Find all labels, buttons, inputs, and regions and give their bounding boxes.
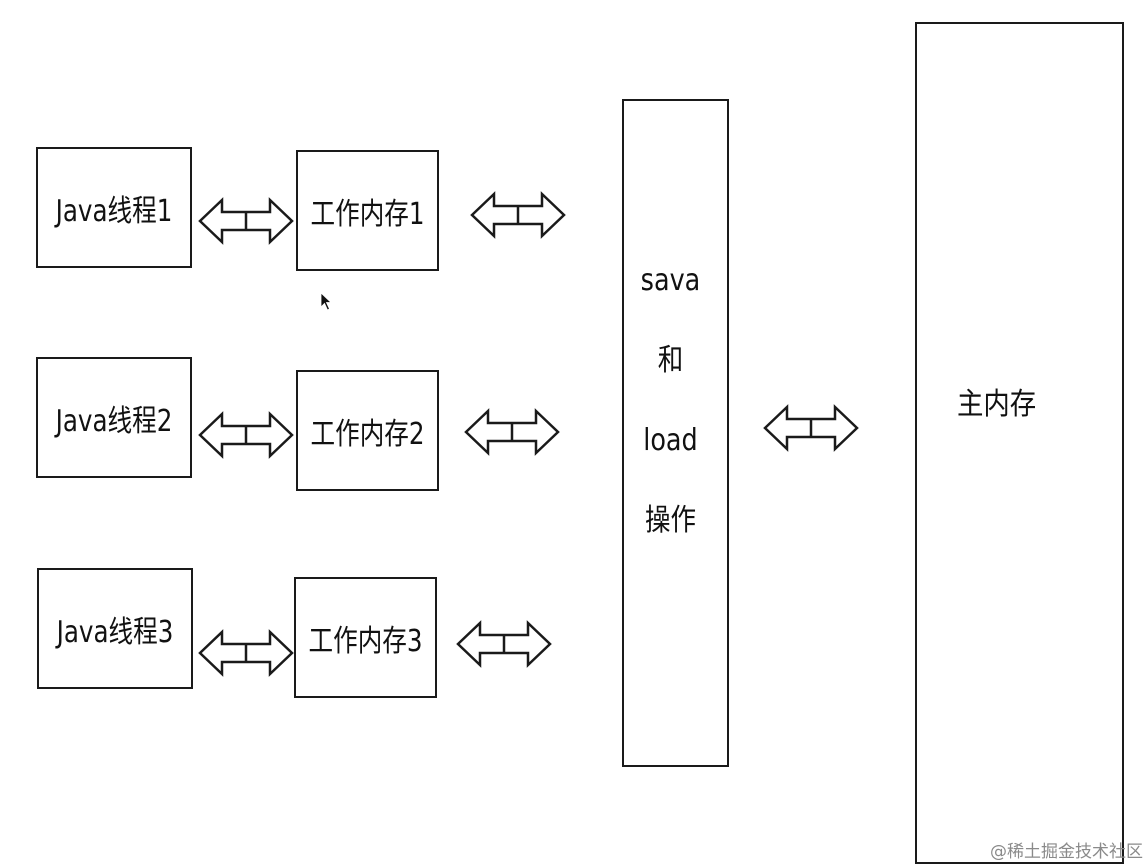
thread-box-3: Java线程3 bbox=[37, 568, 193, 689]
operation-line-3: load bbox=[643, 423, 698, 458]
operation-line-2: 和 bbox=[657, 343, 684, 378]
mouse-cursor-icon bbox=[320, 292, 334, 316]
double-arrow-work-operation-2 bbox=[464, 407, 560, 457]
work-memory-box-1: 工作内存1 bbox=[296, 150, 439, 271]
main-memory-label: 主内存 bbox=[957, 387, 1037, 422]
thread-label-3: Java线程3 bbox=[56, 614, 174, 650]
watermark: @稀土掘金技术社区 bbox=[990, 842, 1143, 862]
thread-box-1: Java线程1 bbox=[36, 147, 192, 268]
double-arrow-thread-work-2 bbox=[198, 410, 294, 460]
double-arrow-thread-work-1 bbox=[198, 196, 294, 246]
double-arrow-thread-work-3 bbox=[198, 628, 294, 678]
double-arrow-work-operation-3 bbox=[456, 619, 552, 669]
operation-box: sava 和 load 操作 bbox=[622, 99, 729, 767]
operation-label: sava 和 load 操作 bbox=[614, 241, 727, 561]
thread-box-2: Java线程2 bbox=[36, 357, 192, 478]
work-memory-label-1: 工作内存1 bbox=[310, 196, 425, 232]
operation-line-1: sava bbox=[640, 263, 701, 298]
double-arrow-work-operation-1 bbox=[470, 190, 566, 240]
work-memory-label-2: 工作内存2 bbox=[310, 416, 425, 452]
work-memory-box-2: 工作内存2 bbox=[296, 370, 439, 491]
operation-line-4: 操作 bbox=[645, 503, 696, 538]
work-memory-label-3: 工作内存3 bbox=[308, 623, 423, 659]
main-memory-box: 主内存 bbox=[915, 22, 1124, 864]
thread-label-1: Java线程1 bbox=[55, 193, 173, 229]
thread-label-2: Java线程2 bbox=[55, 403, 173, 439]
work-memory-box-3: 工作内存3 bbox=[294, 577, 437, 698]
double-arrow-operation-main bbox=[763, 403, 859, 453]
